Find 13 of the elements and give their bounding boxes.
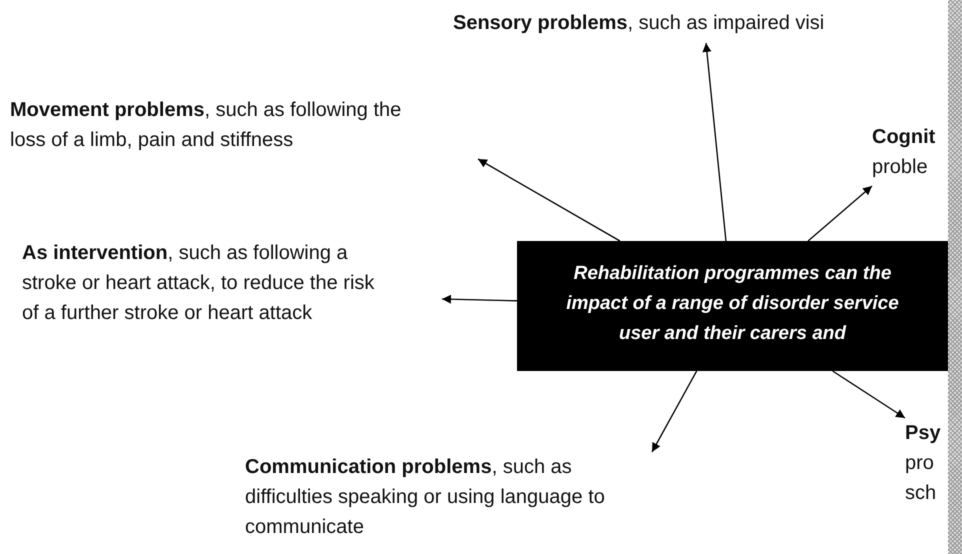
arrow (702, 42, 727, 242)
statement-box: Rehabilitation programmes can the impact of a range of disorder service user and their carers and (517, 241, 948, 371)
arrow (442, 294, 518, 304)
arrow (808, 186, 872, 242)
problem-text: Psy pro sch (905, 418, 948, 512)
arrow (478, 158, 620, 242)
problem-text: As intervention, such as following a stroke or heart attack, to reduce the risk of a further stroke or heart attack (22, 238, 392, 362)
problem-text: Movement problems, such as following the loss of a limb, pain and stiffness (10, 95, 430, 159)
problem-text: Communication problems, such as difficulties speaking or using language to communicate (245, 452, 645, 546)
arrow (832, 370, 906, 419)
arrow (651, 370, 698, 452)
problem-text: Sensory problems, such as impaired visi (453, 8, 948, 42)
problem-text: Cognit proble (872, 122, 948, 186)
